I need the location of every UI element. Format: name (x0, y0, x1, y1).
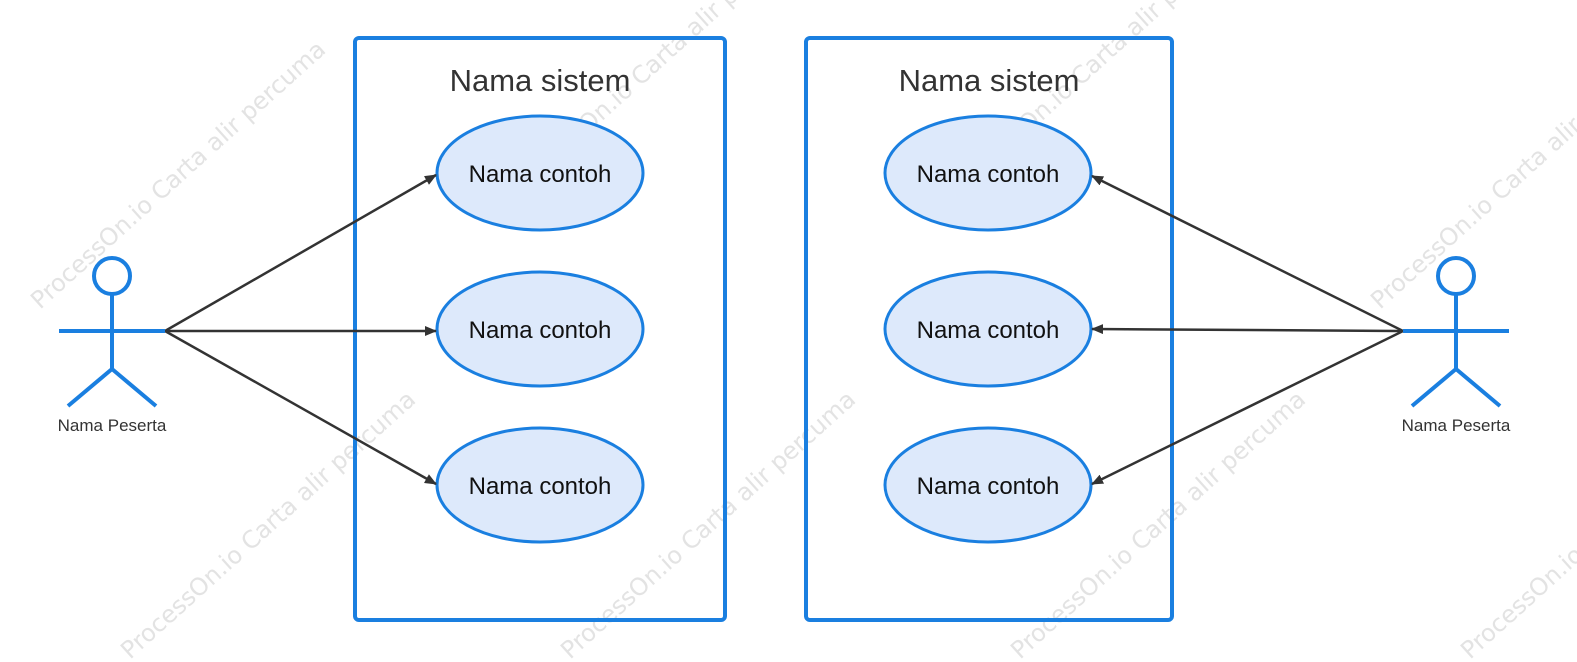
use-case-diagram-right: Nama sistem Nama contoh Nama contoh Nama… (804, 36, 1511, 622)
use-case-label: Nama contoh (469, 161, 612, 188)
use-case-label: Nama contoh (917, 161, 1060, 188)
use-case-label: Nama contoh (469, 317, 612, 344)
use-case-ellipse[interactable] (883, 270, 1093, 388)
association-arrow (164, 329, 437, 486)
use-case-ellipse[interactable] (435, 426, 645, 544)
use-case-label: Nama contoh (917, 473, 1060, 500)
use-case-diagram-left: Nama sistem Nama contoh Nama contoh Nama… (58, 36, 727, 622)
stick-figure-icon[interactable] (1403, 256, 1509, 408)
actor-label: Nama Peserta (1402, 416, 1511, 435)
watermark-text: ProcessOn.io Carta alir percuma (25, 35, 331, 314)
stick-figure-icon[interactable] (59, 256, 165, 408)
actor-label: Nama Peserta (58, 416, 167, 435)
system-boundary (353, 36, 727, 622)
use-case-ellipse[interactable] (883, 114, 1093, 232)
association-arrow (1091, 329, 1404, 486)
system-title: Nama sistem (899, 63, 1080, 98)
use-case-ellipse[interactable] (435, 114, 645, 232)
association-arrow (164, 173, 437, 333)
use-case-label: Nama contoh (917, 317, 1060, 344)
association-arrow (1091, 174, 1404, 333)
use-case-ellipse[interactable] (435, 270, 645, 388)
use-case-label: Nama contoh (469, 473, 612, 500)
association-arrow (1091, 324, 1404, 335)
use-case-ellipse[interactable] (883, 426, 1093, 544)
system-title: Nama sistem (450, 63, 631, 98)
